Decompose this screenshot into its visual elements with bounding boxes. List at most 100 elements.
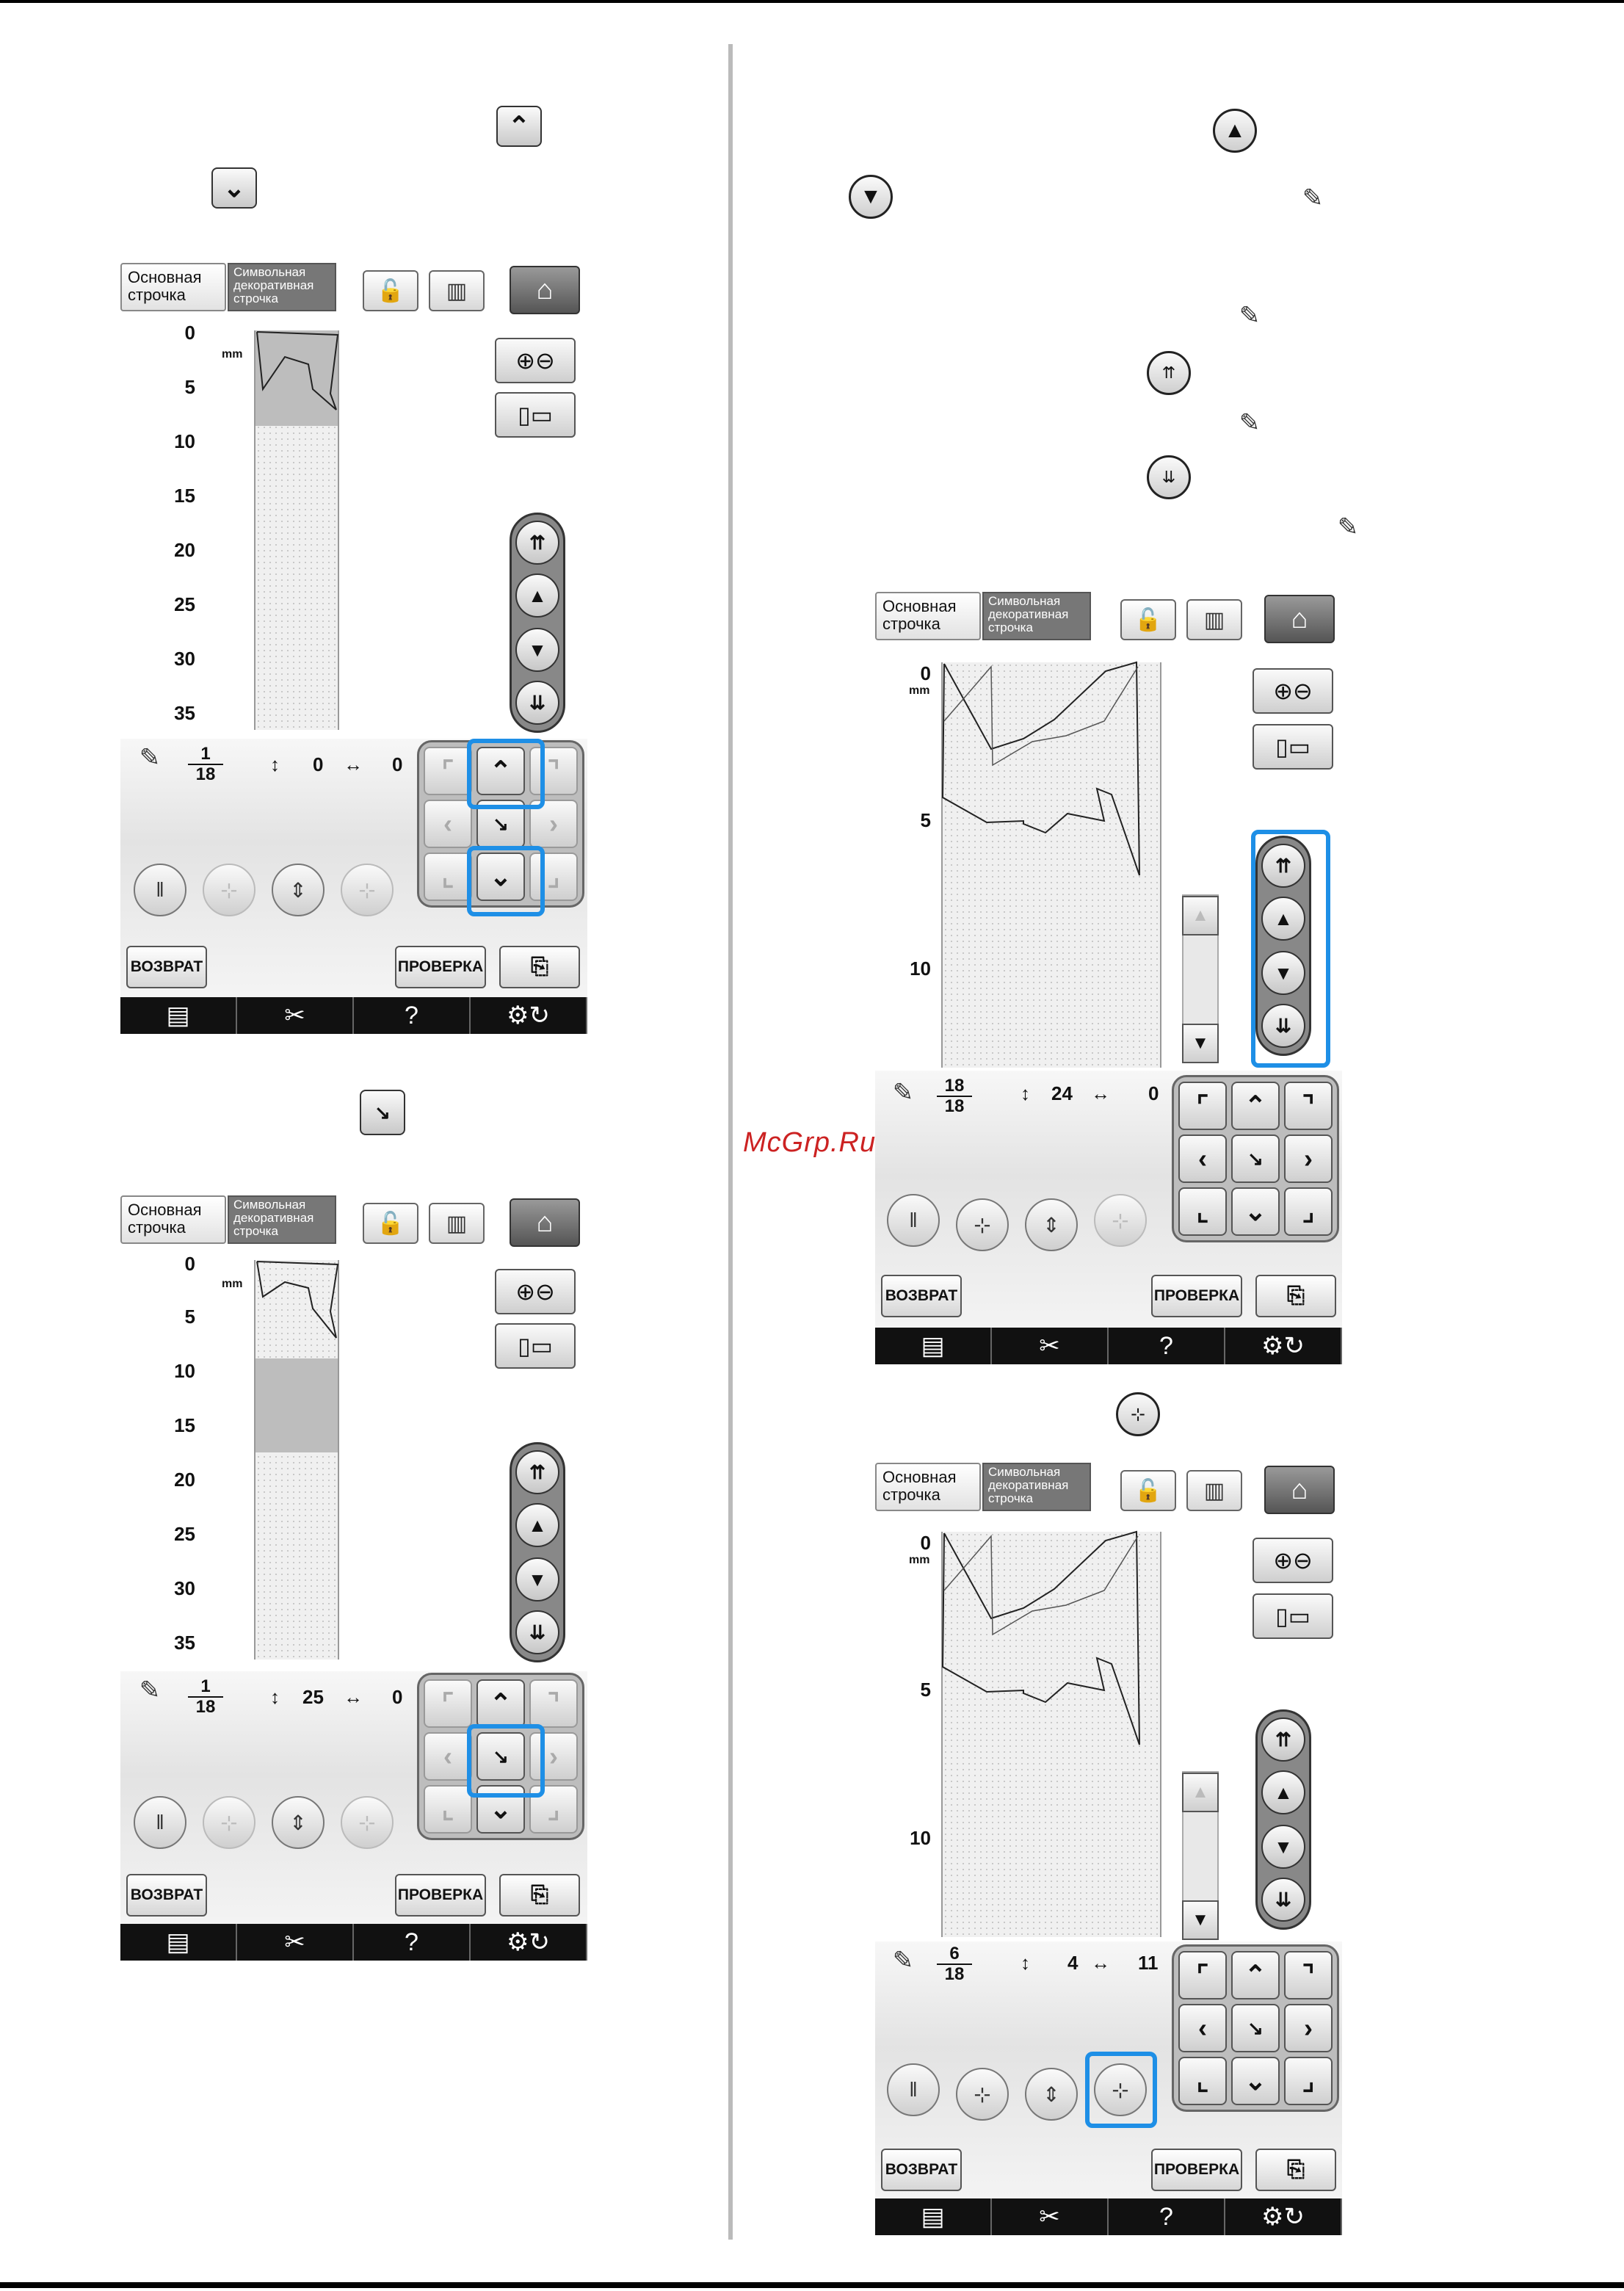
lock-button[interactable]: 🔓 xyxy=(363,270,418,311)
dpad-down[interactable]: ⌄ xyxy=(476,853,525,901)
view-toggle-button[interactable]: ▯▭ xyxy=(495,1323,576,1369)
tool-delete-point-button[interactable]: ⊹ xyxy=(203,864,255,916)
move-up-fast-button[interactable]: ⇈ xyxy=(1261,844,1305,888)
dpad-upright[interactable]: ⌝ xyxy=(529,1679,578,1728)
lock-button[interactable]: 🔓 xyxy=(363,1203,418,1244)
move-up-button[interactable]: ▲ xyxy=(1261,897,1305,941)
move-down-button[interactable]: ▼ xyxy=(515,628,559,672)
dpad-right[interactable]: › xyxy=(529,800,578,848)
zoom-button[interactable]: ⊕⊖ xyxy=(495,1269,576,1314)
dpad-downleft[interactable]: ⌞ xyxy=(424,853,472,901)
scroll-up-button[interactable]: ▲ xyxy=(1182,896,1219,935)
move-down-button[interactable]: ▼ xyxy=(515,1557,559,1601)
dpad-center[interactable]: ↘ xyxy=(476,1732,525,1781)
tool-add-point-button[interactable]: ⊹ xyxy=(341,1796,394,1849)
dpad-upright[interactable]: ⌝ xyxy=(1284,1951,1333,1999)
pattern-field[interactable] xyxy=(941,661,1161,1068)
move-up-fast-button[interactable]: ⇈ xyxy=(515,1450,559,1494)
home-button[interactable]: ⌂ xyxy=(510,1198,580,1247)
dpad-up[interactable]: ⌃ xyxy=(476,1679,525,1728)
dpad-center[interactable]: ↘ xyxy=(1231,1134,1280,1183)
manual-button[interactable]: ▥ xyxy=(1186,599,1242,640)
dpad-upleft[interactable]: ⌜ xyxy=(1178,1951,1227,1999)
manual-button[interactable]: ▥ xyxy=(1186,1470,1242,1511)
home-button[interactable]: ⌂ xyxy=(1264,595,1335,643)
home-button[interactable]: ⌂ xyxy=(1264,1466,1335,1514)
tool-move-block-button[interactable]: ⇕ xyxy=(272,1796,325,1849)
sewing-machine-icon[interactable]: ✂ xyxy=(992,2198,1109,2235)
move-down-fast-button[interactable]: ⇊ xyxy=(515,1610,559,1654)
scrollbar[interactable]: ▲ ▼ xyxy=(1182,894,1219,1063)
return-button[interactable]: ВОЗВРАТ xyxy=(881,2149,962,2191)
tool-add-point-button[interactable]: ⊹ xyxy=(1094,1194,1147,1247)
dpad-left[interactable]: ‹ xyxy=(1178,2004,1227,2052)
tool-delete-point-button[interactable]: ⊹ xyxy=(956,2068,1009,2121)
dpad-upleft[interactable]: ⌜ xyxy=(424,747,472,795)
move-up-fast-button[interactable]: ⇈ xyxy=(515,521,559,565)
tool-move-block-button[interactable]: ⇕ xyxy=(272,864,325,916)
pattern-field[interactable] xyxy=(941,1530,1161,1937)
help-button[interactable]: ? xyxy=(1109,1328,1225,1364)
view-toggle-button[interactable]: ▯▭ xyxy=(1253,724,1333,770)
manual-button[interactable]: ▥ xyxy=(429,1203,485,1244)
scroll-down-button[interactable]: ▼ xyxy=(1182,1900,1219,1940)
check-button[interactable]: ПРОВЕРКА xyxy=(1151,2149,1242,2191)
pattern-field[interactable] xyxy=(254,330,339,730)
sewing-machine-icon[interactable]: ✂ xyxy=(237,1924,354,1961)
dpad-left[interactable]: ‹ xyxy=(424,1732,472,1781)
dpad-left[interactable]: ‹ xyxy=(424,800,472,848)
memory-button[interactable]: ⎘ xyxy=(1255,1275,1336,1317)
memory-button[interactable]: ⎘ xyxy=(499,1874,580,1917)
dpad-upleft[interactable]: ⌜ xyxy=(1178,1082,1227,1130)
page-icon[interactable]: ▤ xyxy=(875,2198,992,2235)
scroll-up-button[interactable]: ▲ xyxy=(1182,1773,1219,1812)
zoom-button[interactable]: ⊕⊖ xyxy=(1253,668,1333,714)
page-icon[interactable]: ▤ xyxy=(120,1924,237,1961)
check-button[interactable]: ПРОВЕРКА xyxy=(1151,1275,1242,1317)
zoom-button[interactable]: ⊕⊖ xyxy=(495,338,576,383)
dpad-right[interactable]: › xyxy=(1284,1134,1333,1183)
return-button[interactable]: ВОЗВРАТ xyxy=(126,946,207,988)
move-up-button[interactable]: ▲ xyxy=(1261,1770,1305,1814)
pattern-field[interactable] xyxy=(254,1260,339,1660)
page-icon[interactable]: ▤ xyxy=(875,1328,992,1364)
scroll-down-button[interactable]: ▼ xyxy=(1182,1024,1219,1063)
manual-button[interactable]: ▥ xyxy=(429,270,485,311)
settings-icon[interactable]: ⚙↻ xyxy=(471,997,587,1034)
move-down-fast-button[interactable]: ⇊ xyxy=(1261,1878,1305,1922)
tool-delete-point-button[interactable]: ⊹ xyxy=(956,1198,1009,1251)
view-toggle-button[interactable]: ▯▭ xyxy=(1253,1593,1333,1639)
return-button[interactable]: ВОЗВРАТ xyxy=(881,1275,962,1317)
dpad-right[interactable]: › xyxy=(529,1732,578,1781)
move-down-button[interactable]: ▼ xyxy=(1261,951,1305,995)
tool-sew-button[interactable]: ‖ xyxy=(134,1796,186,1849)
view-toggle-button[interactable]: ▯▭ xyxy=(495,392,576,438)
tool-delete-point-button[interactable]: ⊹ xyxy=(203,1796,255,1849)
settings-icon[interactable]: ⚙↻ xyxy=(1225,2198,1342,2235)
dpad-downright[interactable]: ⌟ xyxy=(1284,2057,1333,2105)
tool-add-point-button[interactable]: ⊹ xyxy=(341,864,394,916)
check-button[interactable]: ПРОВЕРКА xyxy=(395,1874,486,1917)
lock-button[interactable]: 🔓 xyxy=(1120,1470,1176,1511)
dpad-upleft[interactable]: ⌜ xyxy=(424,1679,472,1728)
dpad-up[interactable]: ⌃ xyxy=(476,747,525,795)
zoom-button[interactable]: ⊕⊖ xyxy=(1253,1538,1333,1583)
dpad-upright[interactable]: ⌝ xyxy=(529,747,578,795)
dpad-center[interactable]: ↘ xyxy=(1231,2004,1280,2052)
lock-button[interactable]: 🔓 xyxy=(1120,599,1176,640)
page-icon[interactable]: ▤ xyxy=(120,997,237,1034)
dpad-down[interactable]: ⌄ xyxy=(1231,1187,1280,1236)
move-up-button[interactable]: ▲ xyxy=(515,1503,559,1547)
dpad-downright[interactable]: ⌟ xyxy=(529,853,578,901)
move-down-fast-button[interactable]: ⇊ xyxy=(515,681,559,725)
tool-move-block-button[interactable]: ⇕ xyxy=(1025,2068,1078,2121)
tool-sew-button[interactable]: ‖ xyxy=(134,864,186,916)
tool-sew-button[interactable]: ‖ xyxy=(887,2063,940,2116)
dpad-downleft[interactable]: ⌞ xyxy=(1178,2057,1227,2105)
